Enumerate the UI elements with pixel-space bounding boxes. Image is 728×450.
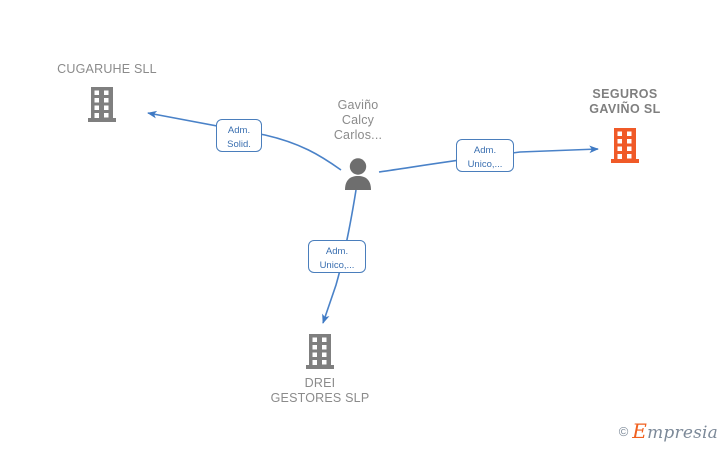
edge-label-adm-unico-drei[interactable]: Adm. Unico,... [308,240,366,273]
empresia-watermark: © Empresia [619,421,718,442]
node-label-person: Gaviño Calcy Carlos... [333,98,383,142]
empresia-logo: Empresia [632,421,718,442]
node-label-drei: DREI GESTORES SLP [270,376,370,405]
edge-person-cugaruhe [147,110,342,171]
building-icon [306,334,334,369]
empresia-logo-rest: mpresia [647,423,718,443]
empresia-logo-initial: E [632,419,648,443]
edge-label-adm-solid[interactable]: Adm. Solid. [216,119,262,152]
edge-label-adm-unico-seguros[interactable]: Adm. Unico,... [456,139,514,172]
building-icon [611,128,639,163]
person-icon [345,158,371,190]
building-icon [88,87,116,122]
edge-person-drei [322,189,357,324]
copyright-icon: © [618,424,629,439]
node-label-seguros: SEGUROS GAVIÑO SL [589,87,661,116]
node-label-cugaruhe: CUGARUHE SLL [57,62,157,76]
